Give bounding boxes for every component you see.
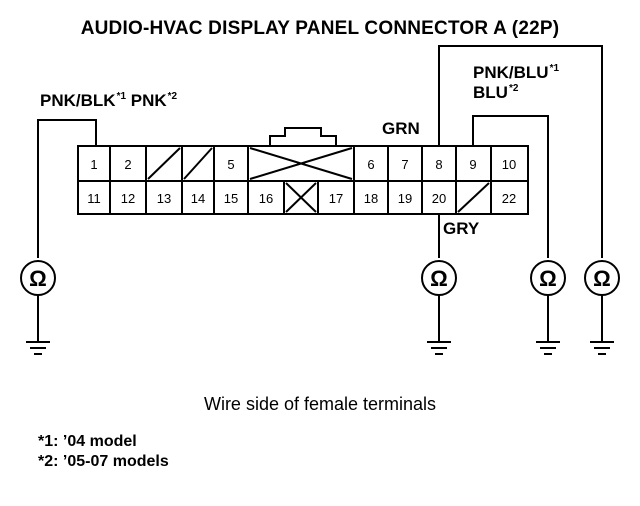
wire-pin9: [472, 115, 549, 258]
ground-symbol: [536, 341, 560, 355]
pin-number: 20: [432, 191, 446, 206]
footnote-mark-1: *1: [116, 91, 127, 102]
pin-number: 19: [398, 191, 412, 206]
pin-number: 14: [191, 191, 205, 206]
footnote-2: *2: ’05-07 models: [38, 453, 169, 470]
ground-symbol: [26, 341, 50, 355]
footnote-1: *1: ’04 model: [38, 433, 137, 450]
pin-number: 16: [259, 191, 273, 206]
right-wire-color-2: BLU: [473, 83, 508, 102]
pin-number: 17: [329, 191, 343, 206]
ohm-icon: Ω: [539, 266, 557, 291]
pin-number: 1: [90, 157, 97, 172]
pin-number: 13: [157, 191, 171, 206]
connector-latch: [269, 127, 337, 146]
pin-number: 15: [224, 191, 238, 206]
diagram-title: AUDIO-HVAC DISPLAY PANEL CONNECTOR A (22…: [80, 18, 560, 39]
grn-wire-label: GRN: [382, 119, 420, 138]
left-wire-color-1: PNK/BLK: [40, 91, 116, 110]
pin-number: 6: [367, 157, 374, 172]
pin-number: 7: [401, 157, 408, 172]
pin-number: 8: [435, 157, 442, 172]
gry-wire-label: GRY: [443, 219, 480, 238]
pin-number: 12: [121, 191, 135, 206]
ground-symbol: [427, 341, 451, 355]
right-wire-color-label-1: PNK/BLU*1: [473, 63, 559, 83]
pin-number: 2: [124, 157, 131, 172]
footnote-mark-2b: *2: [508, 83, 519, 94]
empty-cavity-cross: [285, 182, 317, 213]
empty-cavity-cross: [249, 147, 353, 180]
diagram-caption: Wire side of female terminals: [203, 394, 437, 414]
wire-pin8: [438, 45, 603, 258]
pin-number: 22: [502, 191, 516, 206]
footnote-mark-1b: *1: [549, 63, 560, 74]
ohm-icon: Ω: [430, 266, 448, 291]
right-wire-color-1: PNK/BLU: [473, 63, 549, 82]
pin-number: 11: [87, 191, 101, 206]
pin-number: 10: [502, 157, 516, 172]
empty-cavity-mark: [183, 147, 213, 180]
pin-number: 18: [364, 191, 378, 206]
empty-cavity-mark: [457, 182, 490, 213]
pin-number: 9: [469, 157, 476, 172]
ground-symbol: [590, 341, 614, 355]
footnote-mark-2: *2: [167, 91, 178, 102]
right-wire-color-label-2: BLU*2: [473, 83, 518, 103]
ohm-icon: Ω: [593, 266, 611, 291]
wire-pin1: [37, 119, 97, 258]
empty-cavity-mark: [147, 147, 181, 180]
ohm-icon: Ω: [29, 266, 47, 291]
pin-number: 5: [227, 157, 234, 172]
left-wire-color-2: PNK: [126, 91, 167, 110]
left-wire-color-label: PNK/BLK*1 PNK*2: [40, 91, 177, 111]
